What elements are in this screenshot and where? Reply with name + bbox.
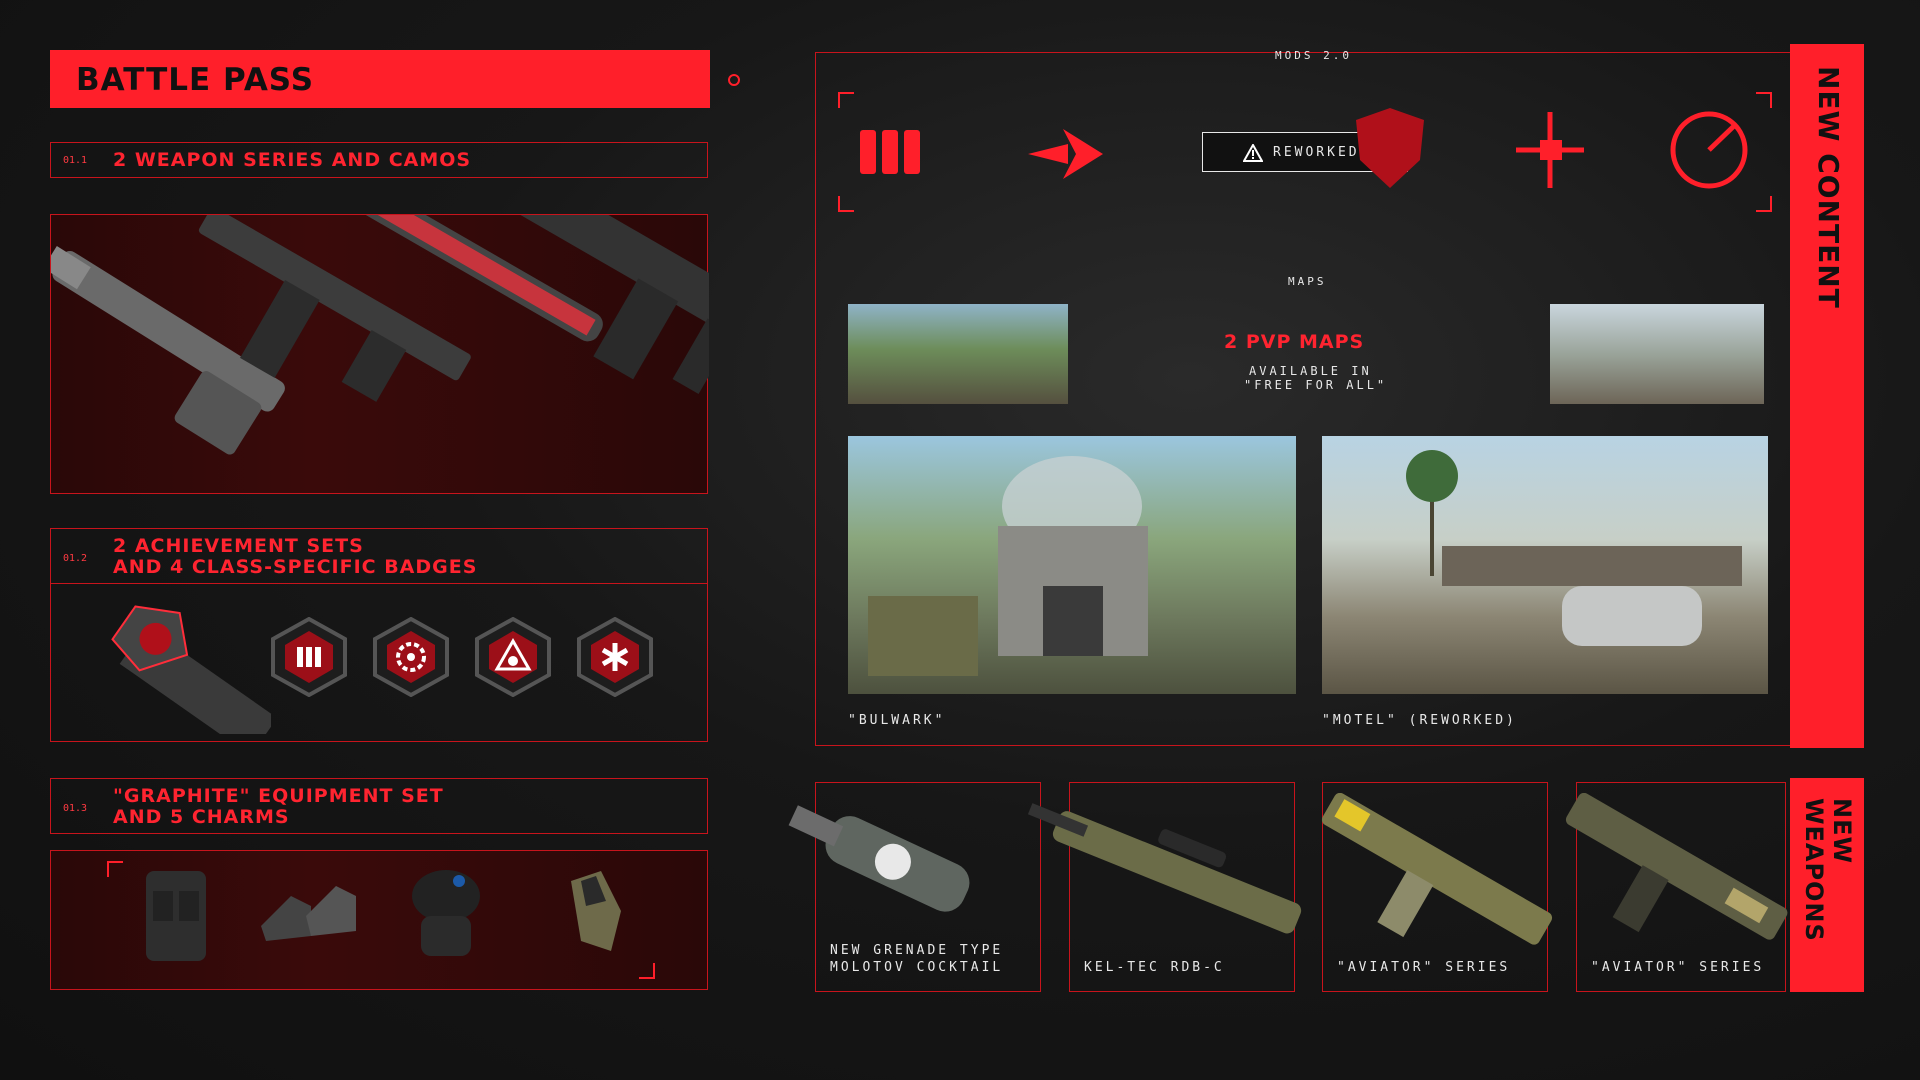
frame-corner (639, 963, 655, 979)
aviator-rifle-render (1321, 793, 1553, 945)
weapon-card-title-line1: NEW GRENADE TYPE (830, 943, 1004, 958)
map-thumbnail-bulwark (848, 304, 1068, 404)
badges-showcase (50, 584, 708, 742)
maps-subtitle-line1: AVAILABLE IN (1249, 364, 1372, 378)
section-achievements-header: 01.2 2 ACHIEVEMENT SETS AND 4 CLASS-SPEC… (50, 528, 708, 584)
section-title-line2: AND 5 CHARMS (113, 806, 290, 828)
equipment-showcase (50, 850, 708, 990)
maps-headline: 2 PVP MAPS (1224, 331, 1365, 353)
shield-icon (1356, 108, 1424, 188)
section-weapons-header: 01.1 2 WEAPON SERIES AND CAMOS (50, 142, 708, 178)
reworked-label: REWORKED (1273, 145, 1360, 160)
aviator-carbine-render (1565, 793, 1788, 940)
keltec-render (1027, 803, 1302, 934)
frame-corner (1756, 92, 1772, 108)
frame-corner (1756, 196, 1772, 212)
section-number: 01.1 (63, 155, 88, 166)
motel-scene (1406, 450, 1742, 646)
battle-pass-title: BATTLE PASS (76, 62, 315, 98)
new-weapons-side-tab: NEW WEAPONS (1790, 778, 1864, 992)
equipment-gloves (571, 871, 621, 951)
new-content-label: NEW CONTENT (1812, 66, 1845, 309)
crosshair-icon (1516, 112, 1584, 188)
weapon-card-aviator-1: "AVIATOR" SERIES (1321, 782, 1553, 992)
weapon-card-title-line1: KEL-TEC RDB-C (1084, 960, 1225, 975)
maps-subtitle-line2: "FREE FOR ALL" (1244, 378, 1388, 392)
equipment-vest (146, 871, 206, 961)
bulwark-bunker (868, 456, 1148, 676)
arrow-speed-icon (1028, 129, 1103, 179)
weapon-card-title-line1: "AVIATOR" SERIES (1337, 960, 1511, 975)
class-badge-gear (371, 616, 451, 698)
map-thumbnail-motel (1550, 304, 1764, 404)
molotov-render (788, 805, 970, 912)
class-badge-target (473, 616, 553, 698)
map-image-motel (1322, 436, 1768, 694)
equipment-helmet (412, 870, 480, 956)
achievement-strip-badge (111, 605, 271, 734)
maps-label: MAPS (1288, 275, 1327, 288)
weapon-card-molotov: NEW GRENADE TYPE MOLOTOV COCKTAIL (788, 782, 1041, 992)
warning-icon (1243, 144, 1263, 162)
map-caption-bulwark: "BULWARK" (848, 713, 946, 728)
weapon-card-title-line1: "AVIATOR" SERIES (1591, 960, 1765, 975)
class-badge-ammo (269, 616, 349, 698)
frame-corner (107, 861, 123, 877)
mods-strip: REWORKED (838, 92, 1772, 212)
weapon-card-aviator-2: "AVIATOR" SERIES (1565, 782, 1788, 992)
frame-corner (838, 196, 854, 212)
header-connector-dot (728, 74, 740, 86)
new-weapons-label-line1: NEW (1828, 798, 1856, 864)
ammo-icon (860, 130, 920, 174)
gauge-icon (1670, 111, 1748, 189)
new-weapons-label-line2: WEAPONS (1800, 798, 1828, 942)
battle-pass-header: BATTLE PASS (50, 50, 710, 108)
weapon-render-smg (198, 215, 471, 402)
section-title-line2: AND 4 CLASS-SPECIFIC BADGES (113, 556, 478, 578)
section-title-line1: 2 ACHIEVEMENT SETS (113, 535, 364, 557)
weapon-render-shotgun (51, 246, 285, 455)
section-number: 01.2 (63, 553, 88, 564)
weapon-card-keltec: KEL-TEC RDB-C (1027, 782, 1302, 992)
section-title: 2 WEAPON SERIES AND CAMOS (113, 149, 472, 171)
equipment-boots (261, 886, 356, 941)
new-content-side-tab: NEW CONTENT (1790, 44, 1864, 748)
weapon-render-energy-rifle (302, 215, 603, 342)
frame-corner (838, 92, 854, 108)
mods-label: MODS 2.0 (1275, 49, 1352, 62)
weapons-showcase (50, 214, 709, 494)
weapon-card-title-line2: MOLOTOV COCKTAIL (830, 960, 1004, 975)
section-title-line1: "GRAPHITE" EQUIPMENT SET (113, 785, 444, 807)
section-equipment-header: 01.3 "GRAPHITE" EQUIPMENT SET AND 5 CHAR… (50, 778, 708, 834)
map-image-bulwark (848, 436, 1296, 694)
map-caption-motel: "MOTEL" (REWORKED) (1322, 713, 1517, 728)
class-badge-medic (575, 616, 655, 698)
weapon-render-assault-rifle (499, 215, 709, 395)
section-number: 01.3 (63, 803, 88, 814)
